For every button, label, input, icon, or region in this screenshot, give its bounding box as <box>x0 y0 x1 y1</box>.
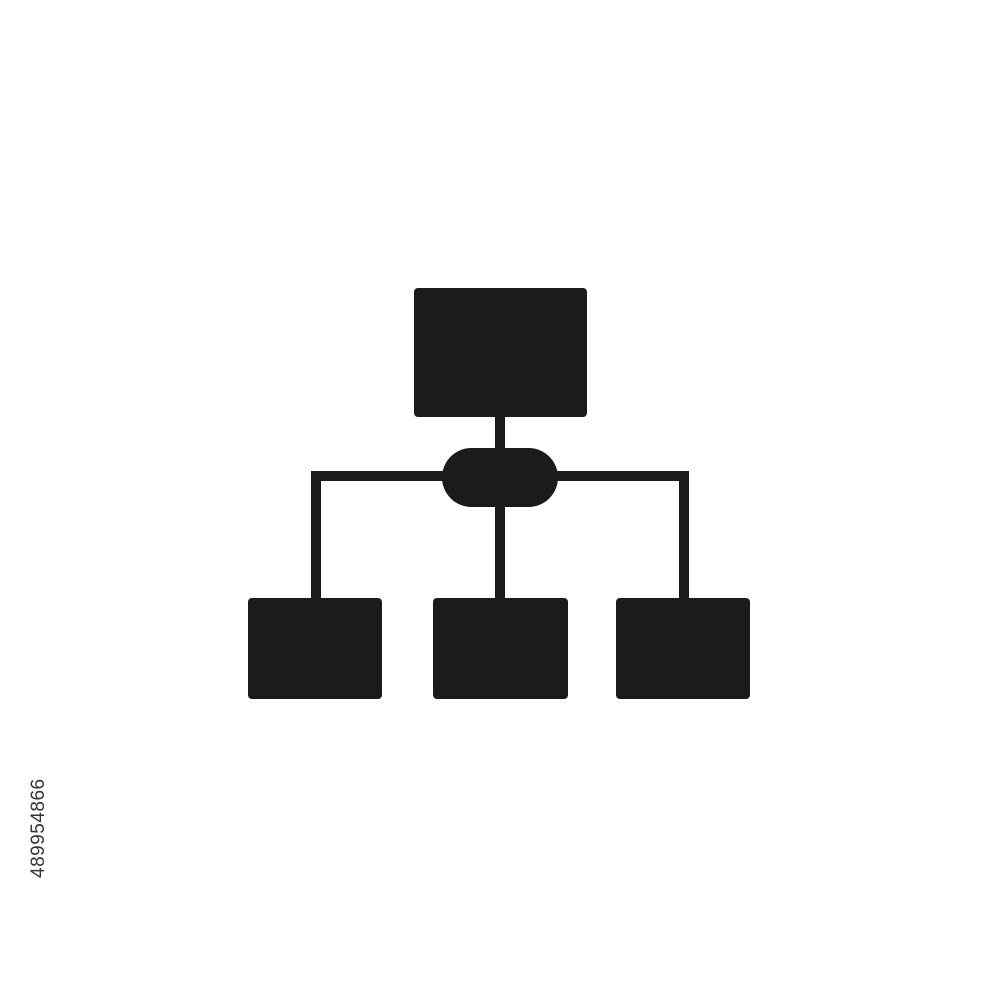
bottom-box-right <box>616 598 750 699</box>
hub-node <box>442 448 558 507</box>
top-box <box>414 288 587 417</box>
stock-id-label: 489954866 <box>28 778 49 878</box>
bottom-box-left <box>248 598 382 699</box>
bottom-box-center <box>433 598 568 699</box>
